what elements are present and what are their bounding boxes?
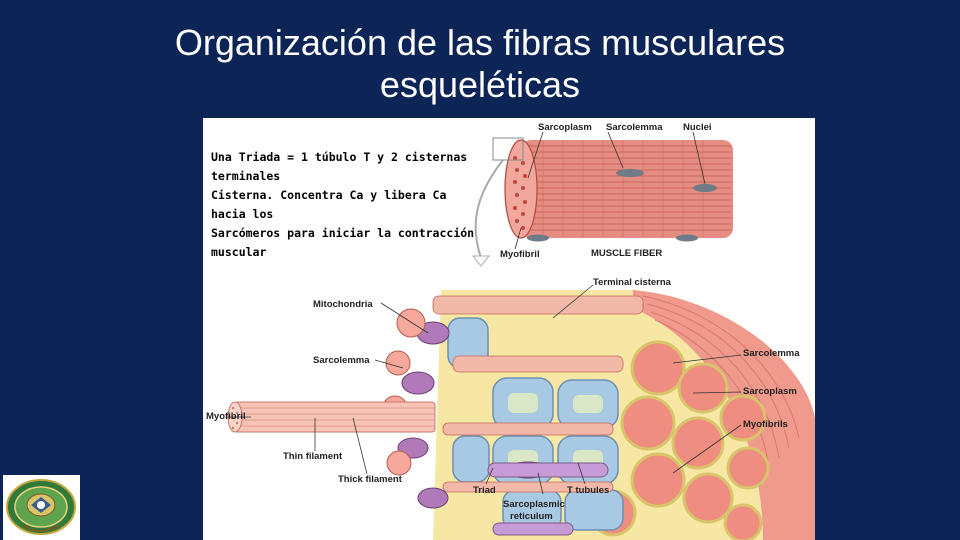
label-myofibril-left: Myofibril — [206, 411, 246, 422]
label-sarcolemma-left: Sarcolemma — [313, 355, 370, 366]
muscle-fiber-diagram: Una Triada = 1 túbulo T y 2 cisternas te… — [203, 118, 815, 540]
note-line-5: Sarcómeros para iniciar la contracción — [211, 226, 475, 240]
label-reticulum: reticulum — [510, 511, 553, 522]
label-myofibrils-right: Myofibrils — [743, 419, 788, 430]
note-line-1: Una Triada = 1 túbulo T y 2 cisternas — [211, 150, 468, 164]
slide-title: Organización de las fibras musculares es… — [0, 22, 960, 106]
label-myofibril-top: Myofibril — [500, 249, 540, 260]
label-t-tubules: T tubules — [567, 485, 610, 496]
label-sarcoplasm-right: Sarcoplasm — [743, 386, 797, 397]
label-sarcoplasmic: Sarcoplasmic — [503, 499, 565, 510]
label-triad: Triad — [473, 485, 496, 496]
label-sarcoplasm-top: Sarcoplasm — [538, 122, 592, 133]
top-muscle-fiber — [471, 137, 733, 267]
institution-logo — [3, 475, 80, 540]
triad-note: Una Triada = 1 túbulo T y 2 cisternas te… — [211, 148, 481, 262]
label-sarcolemma-top: Sarcolemma — [606, 122, 663, 133]
label-sarcolemma-right: Sarcolemma — [743, 348, 800, 359]
cross-section — [227, 290, 815, 540]
label-thick-filament: Thick filament — [338, 474, 402, 485]
title-line-1: Organización de las fibras musculares — [174, 22, 786, 63]
note-line-6: muscular — [211, 245, 267, 259]
label-muscle-fiber: MUSCLE FIBER — [591, 248, 663, 259]
label-mitochondria: Mitochondria — [313, 299, 373, 310]
muscle-fiber-illustration — [227, 131, 815, 540]
note-line-4: hacia los — [211, 207, 274, 221]
note-line-2: terminales — [211, 169, 281, 183]
seal-icon — [6, 479, 76, 535]
label-nuclei: Nuclei — [683, 122, 712, 133]
label-terminal-cisterna: Terminal cisterna — [593, 277, 671, 288]
title-line-2: esqueléticas — [379, 64, 581, 105]
label-thin-filament: Thin filament — [283, 451, 343, 462]
note-line-3: Cisterna. Concentra Ca y libera Ca — [211, 188, 447, 202]
